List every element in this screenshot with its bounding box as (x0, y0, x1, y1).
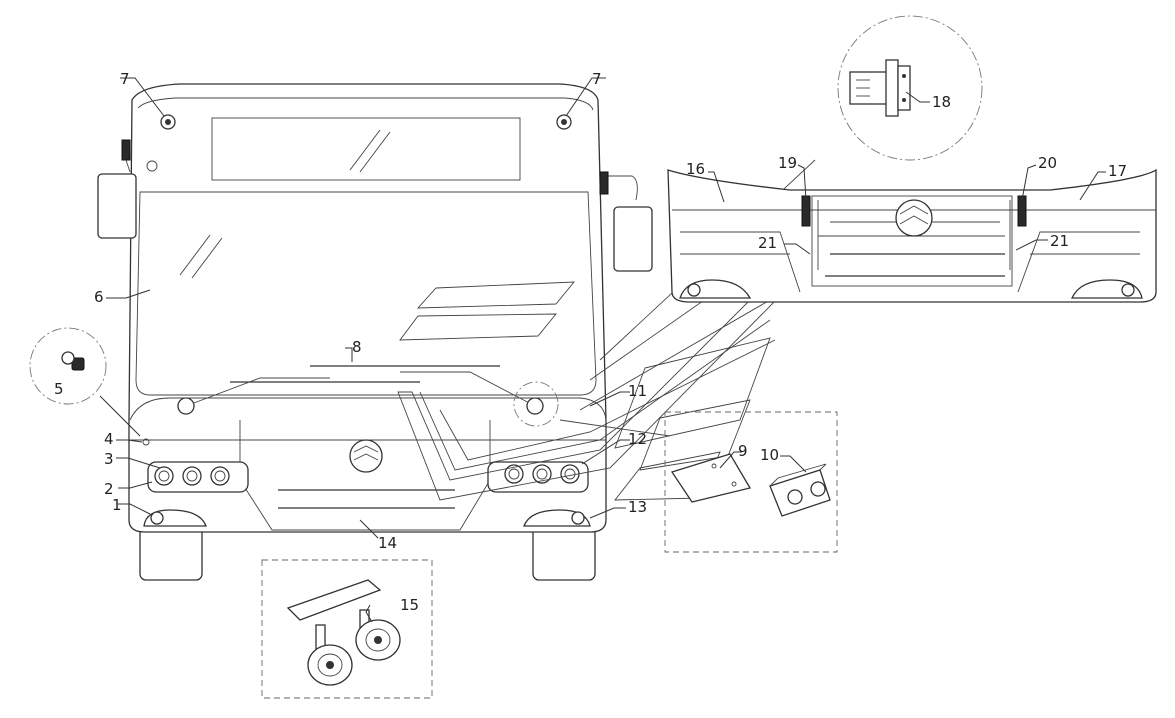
callout-21-right: 21 (1050, 232, 1069, 250)
bumper-panel-assembly (667, 168, 1157, 303)
destination-sign (211, 117, 521, 181)
callout-14: 14 (378, 534, 397, 552)
callout-2: 2 (104, 480, 114, 498)
wiper-pivot-left (177, 397, 195, 415)
detail-bracket-9-10 (664, 411, 838, 553)
callout-21-left: 21 (758, 234, 777, 252)
mirror-right (613, 206, 653, 272)
callout-17: 17 (1108, 162, 1127, 180)
callout-20: 20 (1038, 154, 1057, 172)
leader-lines (106, 77, 1106, 623)
access-hatch (811, 195, 1013, 287)
callout-3: 3 (104, 450, 114, 468)
wiper-pivot-right (526, 397, 544, 415)
callout-19: 19 (778, 154, 797, 172)
mirror-arm-left (121, 139, 131, 161)
front-emblem (349, 439, 383, 473)
callout-18: 18 (932, 93, 951, 111)
rear-emblem (895, 199, 933, 237)
exploded-panel-lines (397, 159, 816, 501)
bus-body (128, 83, 607, 533)
callout-11: 11 (628, 382, 647, 400)
mirror-arm-right (599, 171, 609, 195)
callout-8: 8 (352, 338, 362, 356)
callout-16: 16 (686, 160, 705, 178)
windshield (135, 191, 597, 396)
hinge-left (801, 195, 811, 227)
callout-7-left: 7 (120, 70, 130, 88)
bus-front-view (97, 83, 653, 581)
detail-hinge-18 (837, 15, 983, 161)
callout-9: 9 (738, 442, 748, 460)
mirror-left (97, 173, 137, 239)
callout-12: 12 (628, 430, 647, 448)
bumper-top (129, 397, 607, 421)
callout-15: 15 (400, 596, 419, 614)
callout-7-right: 7 (592, 70, 602, 88)
callout-6: 6 (94, 288, 104, 306)
bracket-9 (670, 453, 752, 503)
callout-5: 5 (54, 380, 64, 398)
callout-4: 4 (104, 430, 114, 448)
detail-lamp-5 (29, 327, 141, 437)
detail-horns-15 (261, 559, 433, 699)
sensor (146, 160, 158, 172)
callout-1: 1 (112, 496, 122, 514)
hinge-right (1017, 195, 1027, 227)
side-indicator (142, 438, 150, 446)
callout-labels: 1 2 3 4 5 6 7 7 8 9 10 11 12 13 14 15 16… (54, 70, 1127, 614)
callout-13: 13 (628, 498, 647, 516)
callout-10: 10 (760, 446, 779, 464)
roof-line (137, 97, 594, 111)
